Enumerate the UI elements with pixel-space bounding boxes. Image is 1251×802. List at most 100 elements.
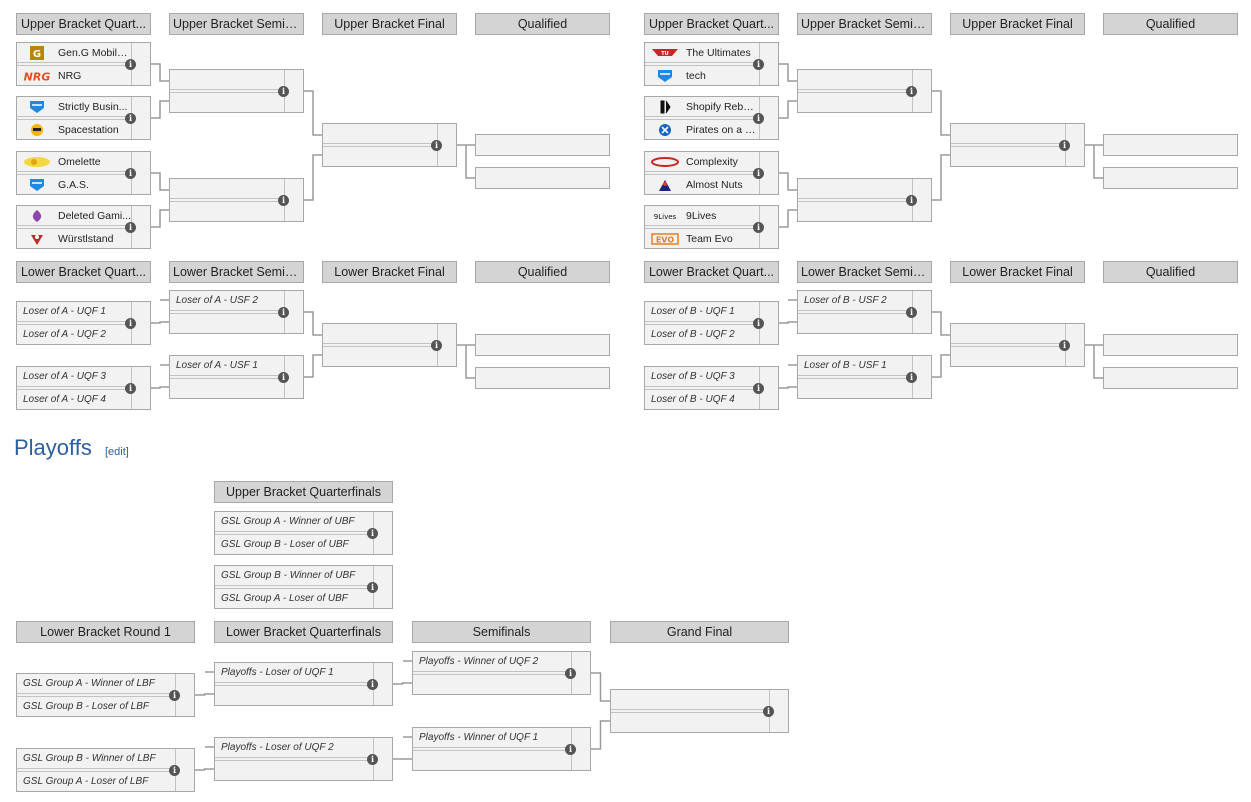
info-icon[interactable]: i — [367, 528, 378, 539]
opponent-bottom[interactable]: Würstlstand — [17, 228, 131, 248]
opponent-top[interactable]: Loser of A - UQF 1 — [17, 302, 131, 322]
opponent-top[interactable]: Loser of A - UQF 3 — [17, 367, 131, 387]
info-icon[interactable]: i — [278, 195, 289, 206]
match-semifinal[interactable]: i — [169, 178, 304, 222]
info-icon[interactable]: i — [169, 690, 180, 701]
opponent-top[interactable]: Deleted Gami... — [17, 206, 131, 226]
opponent-bottom[interactable] — [170, 92, 284, 112]
match-semifinal[interactable]: i — [797, 69, 932, 113]
opponent-bottom[interactable] — [798, 378, 912, 398]
opponent-top[interactable]: Omelette — [17, 152, 131, 172]
info-icon[interactable]: i — [753, 59, 764, 70]
opponent-top[interactable]: Strictly Busin... — [17, 97, 131, 117]
opponent-top[interactable]: Loser of B - UQF 1 — [645, 302, 759, 322]
info-icon[interactable]: i — [278, 86, 289, 97]
opponent-bottom[interactable]: Loser of B - UQF 2 — [645, 324, 759, 344]
opponent-bottom[interactable] — [611, 712, 769, 732]
match-final[interactable]: i — [950, 123, 1085, 167]
opponent-bottom[interactable] — [170, 313, 284, 333]
opponent-bottom[interactable]: GSL Group B - Loser of UBF — [215, 534, 373, 554]
opponent-bottom[interactable]: GSL Group A - Loser of UBF — [215, 588, 373, 608]
info-icon[interactable]: i — [906, 372, 917, 383]
info-icon[interactable]: i — [1059, 140, 1070, 151]
info-icon[interactable]: i — [763, 706, 774, 717]
opponent-top[interactable] — [170, 70, 284, 90]
info-icon[interactable]: i — [125, 383, 136, 394]
info-icon[interactable]: i — [367, 582, 378, 593]
opponent-top[interactable]: Loser of B - UQF 3 — [645, 367, 759, 387]
opponent-bottom[interactable] — [798, 201, 912, 221]
opponent-bottom[interactable]: tech — [645, 65, 759, 85]
info-icon[interactable]: i — [367, 679, 378, 690]
opponent-bottom[interactable] — [215, 685, 373, 705]
opponent-top[interactable]: Playoffs - Winner of UQF 2 — [413, 652, 571, 672]
opponent-top[interactable]: Complexity — [645, 152, 759, 172]
info-icon[interactable]: i — [906, 86, 917, 97]
opponent-bottom[interactable]: GSL Group A - Loser of LBF — [17, 771, 175, 791]
match-final[interactable]: i — [322, 123, 457, 167]
opponent-top[interactable]: Loser of B - USF 1 — [798, 356, 912, 376]
opponent-top[interactable]: Playoffs - Loser of UQF 2 — [215, 738, 373, 758]
opponent-bottom[interactable]: Pirates on a B... — [645, 119, 759, 139]
opponent-top[interactable] — [611, 690, 769, 710]
info-icon[interactable]: i — [367, 754, 378, 765]
opponent-bottom[interactable]: Almost Nuts — [645, 174, 759, 194]
opponent-top[interactable] — [170, 179, 284, 199]
opponent-bottom[interactable] — [323, 146, 437, 166]
info-icon[interactable]: i — [431, 340, 442, 351]
opponent-top[interactable] — [323, 324, 437, 344]
info-icon[interactable]: i — [431, 140, 442, 151]
opponent-top[interactable]: GSL Group B - Winner of LBF — [17, 749, 175, 769]
opponent-bottom[interactable] — [951, 146, 1065, 166]
info-icon[interactable]: i — [125, 59, 136, 70]
opponent-top[interactable]: Loser of A - USF 1 — [170, 356, 284, 376]
opponent-top[interactable]: Playoffs - Loser of UQF 1 — [215, 663, 373, 683]
opponent-bottom[interactable]: Loser of B - UQF 4 — [645, 389, 759, 409]
info-icon[interactable]: i — [125, 318, 136, 329]
info-icon[interactable]: i — [278, 307, 289, 318]
info-icon[interactable]: i — [753, 222, 764, 233]
match-grand-final[interactable]: i — [610, 689, 789, 733]
opponent-bottom[interactable]: Loser of A - UQF 2 — [17, 324, 131, 344]
opponent-bottom[interactable] — [170, 378, 284, 398]
info-icon[interactable]: i — [565, 744, 576, 755]
opponent-bottom[interactable] — [413, 750, 571, 770]
info-icon[interactable]: i — [125, 222, 136, 233]
info-icon[interactable]: i — [753, 168, 764, 179]
match-lower-final[interactable]: i — [950, 323, 1085, 367]
match-semifinal[interactable]: i — [797, 178, 932, 222]
opponent-top[interactable]: Loser of B - USF 2 — [798, 291, 912, 311]
info-icon[interactable]: i — [169, 765, 180, 776]
info-icon[interactable]: i — [125, 113, 136, 124]
opponent-top[interactable]: GSL Group B - Winner of UBF — [215, 566, 373, 586]
opponent-bottom[interactable]: G.A.S. — [17, 174, 131, 194]
match-semifinal[interactable]: i — [169, 69, 304, 113]
opponent-bottom[interactable] — [798, 92, 912, 112]
opponent-top[interactable] — [951, 124, 1065, 144]
opponent-top[interactable]: GSL Group A - Winner of LBF — [17, 674, 175, 694]
info-icon[interactable]: i — [753, 113, 764, 124]
